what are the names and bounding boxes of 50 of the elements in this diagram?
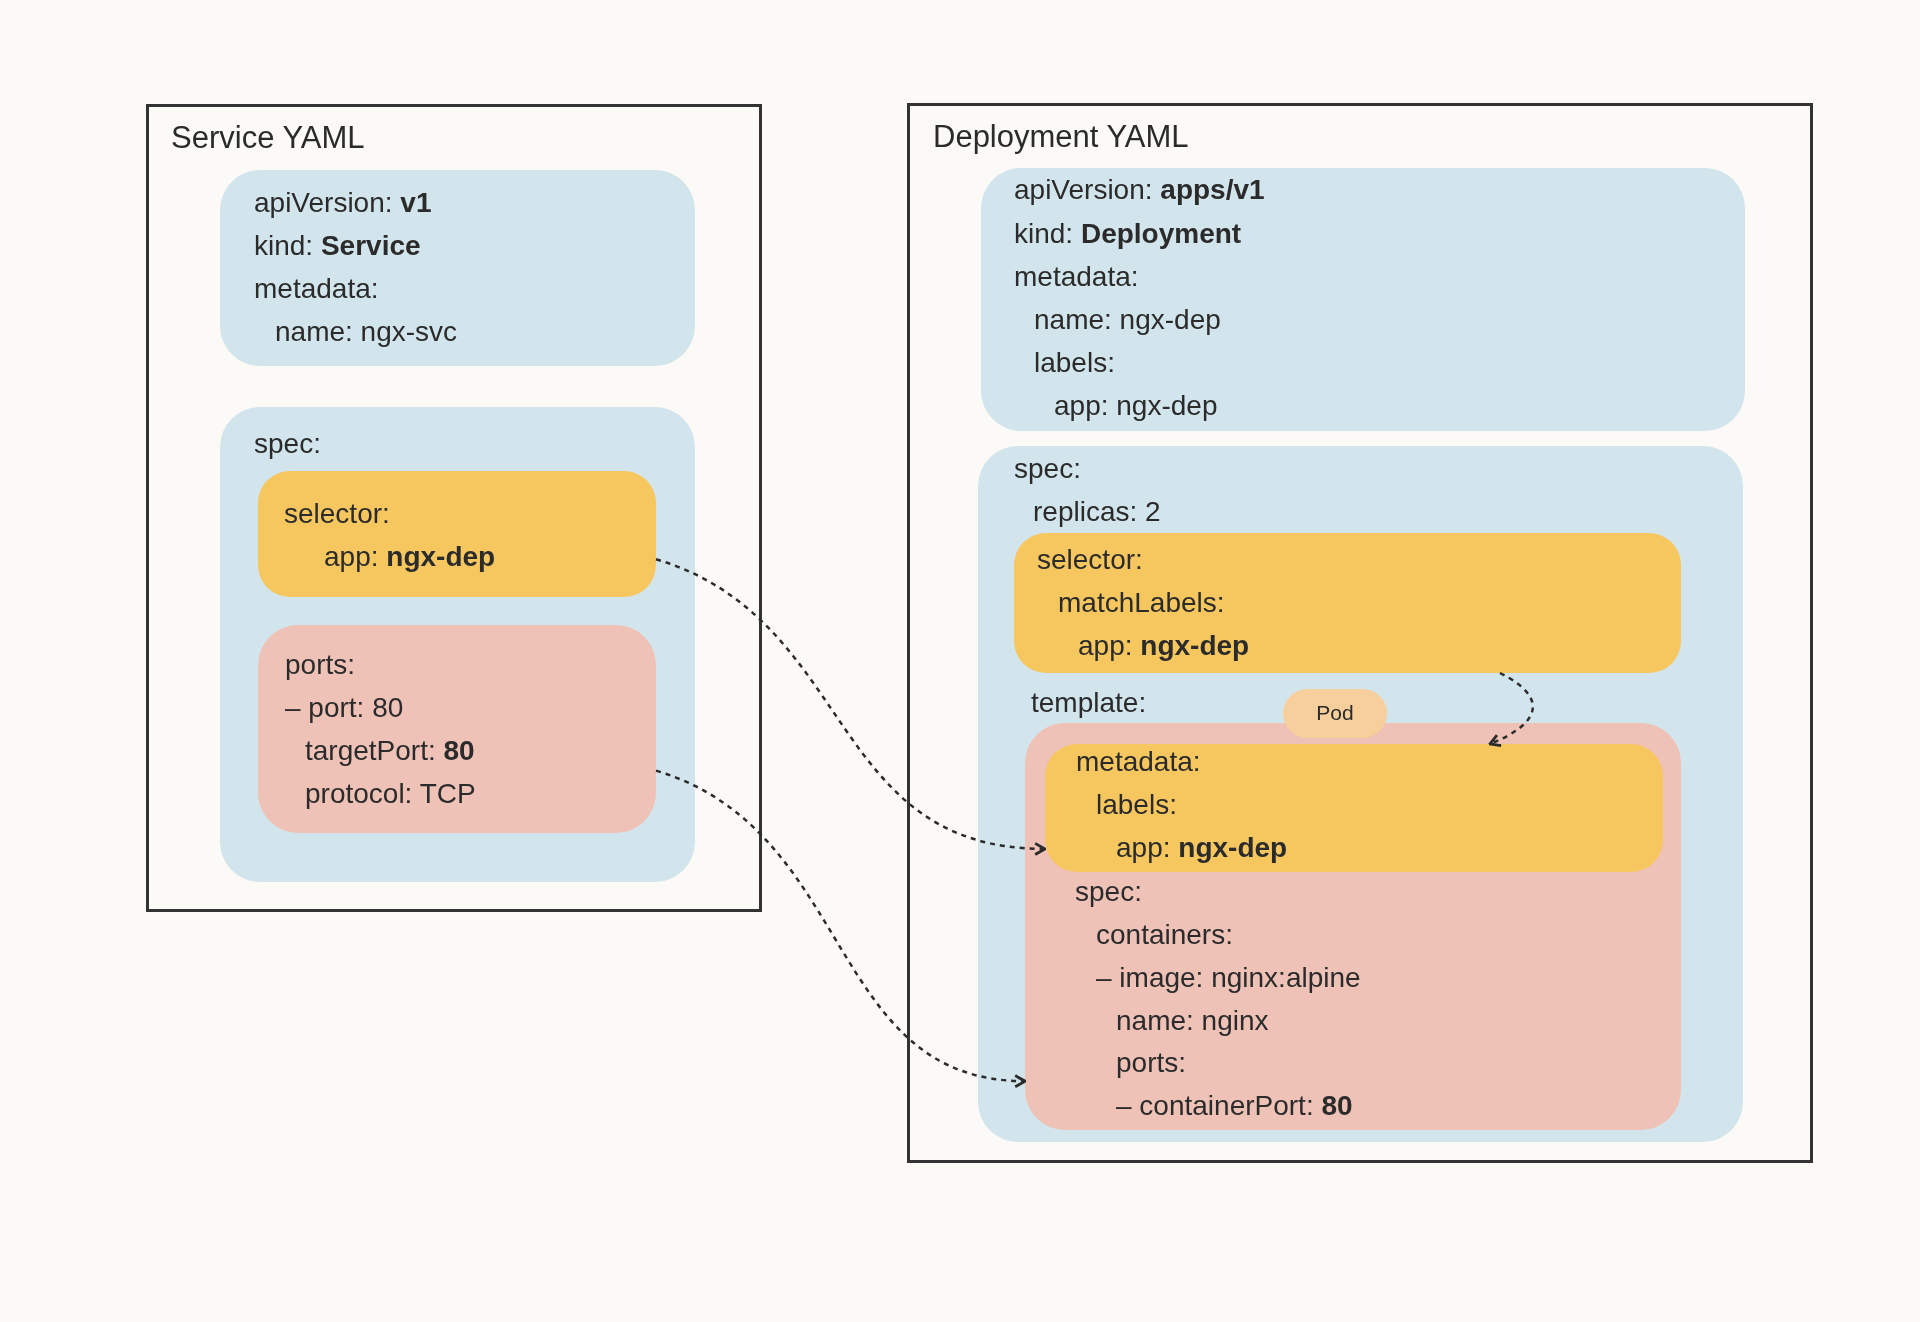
dashed-arrow <box>1488 671 1534 747</box>
code-line: selector: <box>284 497 390 531</box>
code-line: containers: <box>1096 918 1233 952</box>
code-block <box>1025 723 1681 1130</box>
code-block <box>978 446 1743 1142</box>
code-line: name: ngx-dep <box>1034 303 1221 337</box>
code-line: metadata: <box>254 272 379 306</box>
code-line: spec: <box>254 427 321 461</box>
code-line: name: ngx-svc <box>275 315 458 349</box>
code-line: protocol: TCP <box>305 777 476 811</box>
code-line: – containerPort: 80 <box>1116 1089 1353 1123</box>
code-line: app: ngx-dep <box>1054 389 1218 423</box>
code-block <box>258 625 656 833</box>
code-block <box>220 170 695 366</box>
code-block <box>981 168 1745 431</box>
tag-label: Pod <box>1315 700 1355 726</box>
panel-title: Deployment YAML <box>933 118 1189 156</box>
highlight-block <box>258 471 656 597</box>
code-line: spec: <box>1075 875 1142 909</box>
dashed-arrow <box>655 769 1027 1088</box>
code-line: apiVersion: v1 <box>254 186 432 220</box>
code-line: app: ngx-dep <box>1078 629 1250 663</box>
code-line: apiVersion: apps/v1 <box>1014 173 1265 207</box>
code-line: – image: nginx:alpine <box>1096 961 1361 995</box>
code-line: template: <box>1031 686 1147 720</box>
code-line: metadata: <box>1076 745 1201 779</box>
code-line: app: ngx-dep <box>324 540 496 574</box>
code-line: selector: <box>1037 543 1143 577</box>
code-line: ports: <box>1116 1046 1187 1080</box>
code-line: kind: Deployment <box>1014 217 1242 251</box>
code-line: metadata: <box>1014 260 1139 294</box>
code-line: labels: <box>1034 346 1115 380</box>
highlight-block <box>1014 533 1681 673</box>
tag-pill <box>1283 689 1387 738</box>
yaml-panel <box>146 104 762 912</box>
yaml-panel <box>907 103 1813 1163</box>
code-line: targetPort: 80 <box>305 734 475 768</box>
highlight-block <box>1045 744 1663 872</box>
code-line: spec: <box>1014 452 1081 486</box>
code-line: replicas: 2 <box>1033 495 1161 529</box>
code-block <box>220 407 695 882</box>
code-line: name: nginx <box>1116 1004 1269 1038</box>
code-line: kind: Service <box>254 229 421 263</box>
code-line: – port: 80 <box>285 691 404 725</box>
code-line: matchLabels: <box>1058 586 1225 620</box>
code-line: labels: <box>1096 788 1177 822</box>
dashed-arrow <box>655 558 1047 856</box>
panel-title: Service YAML <box>171 119 365 157</box>
code-line: app: ngx-dep <box>1116 831 1288 865</box>
code-line: ports: <box>285 648 356 682</box>
